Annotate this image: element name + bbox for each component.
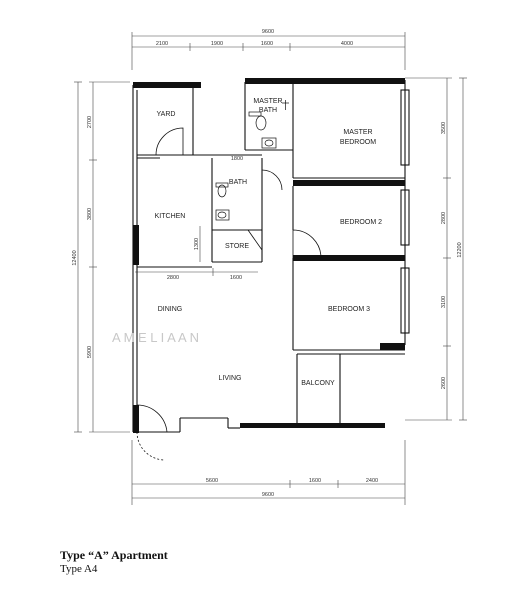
label-living: LIVING bbox=[219, 375, 242, 382]
dim-right-seg-2: 2800 bbox=[441, 212, 447, 224]
label-balcony: BALCONY bbox=[301, 380, 335, 387]
dim-bath-width: 1800 bbox=[231, 156, 243, 162]
label-master-bath-1: MASTER bbox=[253, 98, 282, 105]
dimension-lines bbox=[74, 32, 467, 505]
door-swings bbox=[136, 127, 322, 461]
dim-bottom-seg-1: 5600 bbox=[206, 478, 218, 484]
dim-top-seg-1: 2100 bbox=[156, 41, 168, 47]
dim-left-seg-1: 2700 bbox=[87, 116, 93, 128]
label-dining: DINING bbox=[158, 306, 183, 313]
dim-bottom-total: 9600 bbox=[262, 492, 274, 498]
walls bbox=[132, 80, 410, 433]
thick-walls bbox=[133, 78, 405, 433]
basin-icon bbox=[261, 137, 277, 149]
dim-dining-seg-1: 2800 bbox=[167, 275, 179, 281]
dim-dining-seg-2: 1600 bbox=[230, 275, 242, 281]
label-bath: BATH bbox=[229, 179, 247, 186]
dim-left-seg-2: 3800 bbox=[87, 208, 93, 220]
dim-top-seg-4: 4000 bbox=[341, 41, 353, 47]
label-store: STORE bbox=[225, 243, 249, 250]
dim-left-seg-3: 5900 bbox=[87, 346, 93, 358]
caption-title: Type “A” Apartment bbox=[60, 548, 168, 562]
basin-icon bbox=[215, 209, 230, 221]
watermark: A M E L I A A N bbox=[112, 330, 199, 345]
dim-top-seg-2: 1900 bbox=[211, 41, 223, 47]
dim-bottom-seg-3: 2400 bbox=[366, 478, 378, 484]
dim-right-total: 12200 bbox=[457, 242, 463, 257]
label-master-bath-2: BATH bbox=[259, 107, 277, 114]
dim-top-seg-3: 1600 bbox=[261, 41, 273, 47]
label-kitchen: KITCHEN bbox=[155, 213, 186, 220]
dim-right-seg-1: 3500 bbox=[441, 122, 447, 134]
dim-bottom-seg-2: 1600 bbox=[309, 478, 321, 484]
label-master-bedroom-1: MASTER bbox=[343, 129, 372, 136]
label-bedroom-3: BEDROOM 3 bbox=[328, 306, 370, 313]
toilet-icon bbox=[217, 184, 227, 198]
label-yard: YARD bbox=[157, 111, 176, 118]
dim-right-seg-3: 3100 bbox=[441, 296, 447, 308]
label-master-bedroom-2: BEDROOM bbox=[340, 139, 376, 146]
dim-right-seg-4: 2600 bbox=[441, 377, 447, 389]
dim-top-total: 9600 bbox=[262, 29, 274, 35]
label-bedroom-2: BEDROOM 2 bbox=[340, 219, 382, 226]
dim-left-total: 12400 bbox=[72, 250, 78, 265]
dim-store-height: 1300 bbox=[194, 238, 200, 250]
toilet-icon bbox=[255, 115, 267, 131]
caption-subtitle: Type A4 bbox=[60, 563, 98, 575]
fixtures bbox=[215, 100, 289, 221]
